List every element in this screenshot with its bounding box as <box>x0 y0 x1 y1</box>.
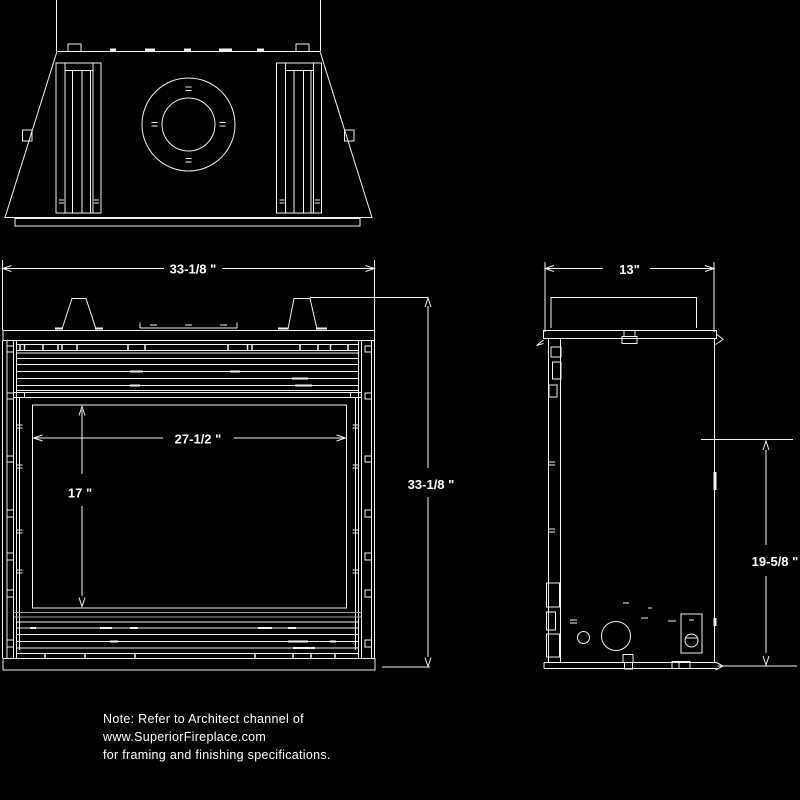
note-line-3: for framing and finishing specifications… <box>103 748 331 762</box>
arrow-right-icon <box>336 434 348 442</box>
dim-front-height: 33-1/8 " <box>382 296 455 669</box>
note-line-2: www.SuperiorFireplace.com <box>102 730 266 744</box>
arrow-right-icon <box>704 265 716 272</box>
top-tab-right <box>295 43 310 52</box>
arrow-left-icon <box>31 434 43 442</box>
dim-side-depth: 13" <box>543 262 716 332</box>
dim-opening-height-label: 17 " <box>68 486 92 501</box>
front-view <box>2 297 428 671</box>
side-flanges <box>2 341 375 658</box>
bottom-feet <box>622 654 691 670</box>
standoff-right <box>278 298 327 330</box>
flange-clips <box>6 345 372 648</box>
dim-opening-width: 27-1/2 " <box>31 432 348 447</box>
upper-louvers <box>16 344 359 391</box>
dim-side-depth-label: 13" <box>619 262 640 277</box>
side-notch-right <box>344 129 355 142</box>
cap-hook-left <box>536 339 544 346</box>
arrow-up-icon <box>762 439 770 451</box>
flue-back-lines <box>56 0 321 51</box>
side-body-edges <box>548 338 715 663</box>
top-view-front-bar <box>14 218 361 227</box>
arrow-down-icon <box>78 597 86 609</box>
arrow-up-icon <box>424 296 432 308</box>
note-block: Note: Refer to Architect channel of www.… <box>102 712 331 762</box>
side-view <box>536 297 797 671</box>
dim-front-width-label: 33-1/8 " <box>170 262 217 277</box>
arrow-right-icon <box>365 265 377 272</box>
side-top-cap <box>543 330 717 339</box>
note-line-1: Note: Refer to Architect channel of <box>103 712 304 726</box>
lower-louvers <box>13 612 362 659</box>
dim-side-rear-height-label: 19-5/8 " <box>752 554 799 569</box>
flue-collar-outer <box>141 77 236 172</box>
arrow-left-icon <box>0 265 12 272</box>
dim-side-rear-height: 19-5/8 " <box>701 439 799 667</box>
gas-inlet-hole-small <box>577 631 590 644</box>
side-notch-left <box>22 129 33 142</box>
arrow-left-icon <box>543 265 555 272</box>
dim-opening-height: 17 " <box>68 404 92 609</box>
arrow-up-icon <box>78 404 86 416</box>
top-edge-bumps <box>110 48 264 52</box>
top-vent-strip <box>139 322 238 329</box>
flue-collar-ticks <box>151 86 226 163</box>
top-tab-left <box>67 43 82 52</box>
flue-collar-inner <box>161 97 216 152</box>
top-view-outline <box>4 51 373 218</box>
arrow-down-icon <box>762 655 770 667</box>
standoff-left <box>55 298 103 330</box>
firebox-opening <box>32 404 347 609</box>
cap-hook-right <box>715 333 724 345</box>
dim-front-width: 33-1/8 " <box>0 260 377 330</box>
louver-panel-right <box>276 62 322 214</box>
base-bar <box>2 658 376 671</box>
dim-front-height-label: 33-1/8 " <box>408 477 455 492</box>
dim-opening-width-label: 27-1/2 " <box>175 432 222 447</box>
cap-bracket <box>621 330 638 344</box>
louver-panel-left <box>55 62 102 214</box>
top-cap <box>2 330 375 341</box>
gas-inlet-hole-large <box>601 621 631 651</box>
junction-box <box>680 613 703 654</box>
body-side-edges <box>13 341 362 658</box>
side-bottom-bar <box>543 662 718 669</box>
top-view <box>4 0 373 227</box>
flue-shield <box>550 297 697 328</box>
side-left-clips <box>546 346 562 658</box>
side-screw-marks <box>570 602 676 624</box>
arrow-down-icon <box>424 657 432 669</box>
dimensions: 33-1/8 " 27-1/2 " 17 " 33-1/8 " <box>0 260 799 669</box>
opening-surround <box>13 392 362 650</box>
